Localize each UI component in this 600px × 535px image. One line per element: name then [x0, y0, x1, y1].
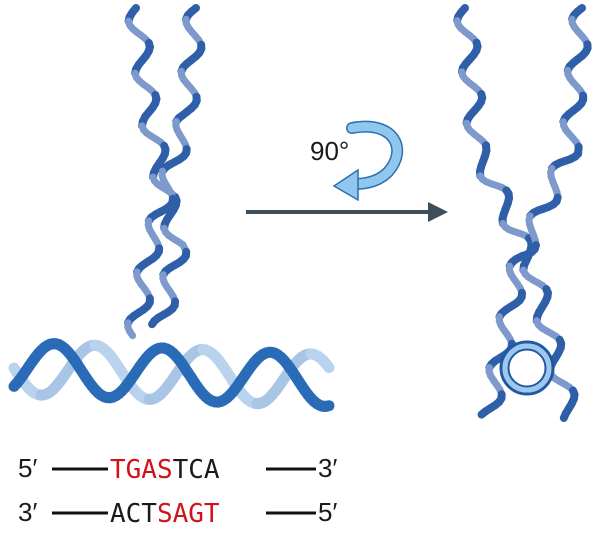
transform-arrow-icon	[246, 202, 448, 222]
left-helix-b-segment	[126, 327, 137, 340]
right-coiled-coil-helices	[453, 4, 592, 422]
dna-cross-section-icon	[499, 340, 555, 396]
top-strand-sequence: TGASTCA	[110, 455, 220, 485]
dna-double-helix	[8, 338, 335, 412]
dna-strand-b-segment	[320, 400, 335, 412]
dna-strand-a-segment	[320, 358, 335, 374]
top-strand-left-end: 5′	[18, 453, 37, 483]
top-strand-right-end: 3′	[318, 453, 337, 483]
top-strand-rest: TCA	[173, 455, 220, 485]
bottom-strand-rest: ACT	[110, 499, 157, 529]
top-strand-highlight: TGAS	[110, 455, 173, 485]
right-helix-a-segment	[559, 409, 570, 422]
bottom-strand-right-end: 5′	[318, 497, 337, 527]
bottom-strand-highlight: SAGT	[157, 499, 220, 529]
left-coiled-coil-helices	[124, 4, 206, 340]
right-helix-b-segment	[477, 407, 490, 419]
rotation-arrow-icon	[332, 120, 404, 202]
dna-sequence-block: 5′ TGASTCA 3′ 3′ ACTSAGT 5′	[18, 453, 337, 529]
bottom-strand-sequence: ACTSAGT	[110, 499, 220, 529]
bottom-strand-left-end: 3′	[18, 497, 37, 527]
rotation-angle-label: 90°	[310, 136, 349, 166]
left-helix-a-segment	[148, 316, 159, 329]
